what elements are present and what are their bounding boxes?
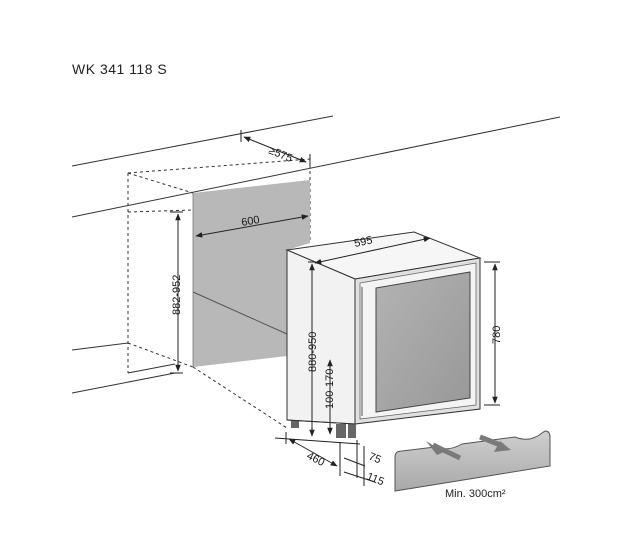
dim-feet-depth: 460 xyxy=(305,450,327,469)
dim-height-unit: 880-950 xyxy=(307,332,319,372)
kitchen-furniture-lines xyxy=(71,115,561,394)
ventilation-grille xyxy=(394,430,551,492)
model-title: WK 341 118 S xyxy=(72,61,167,77)
dim-width-niche: 600 xyxy=(240,214,260,229)
foot-front-2 xyxy=(348,424,356,438)
door-glass xyxy=(375,271,471,413)
foot-front xyxy=(336,424,346,438)
dimension-lines xyxy=(170,130,500,486)
dim-plinth-setback: 75 xyxy=(367,451,383,467)
dim-width-unit: 595 xyxy=(353,234,373,250)
dim-depth-niche: ≥575 xyxy=(267,145,294,165)
dim-plinth-height: 100-170 xyxy=(324,369,336,409)
dim-door-height: 780 xyxy=(491,326,503,344)
foot-rear xyxy=(291,420,299,428)
ventilation-caption: Min. 300cm² xyxy=(445,488,506,500)
dim-height-niche: 882-952 xyxy=(171,275,183,315)
dim-plinth-offset: 115 xyxy=(365,471,386,489)
